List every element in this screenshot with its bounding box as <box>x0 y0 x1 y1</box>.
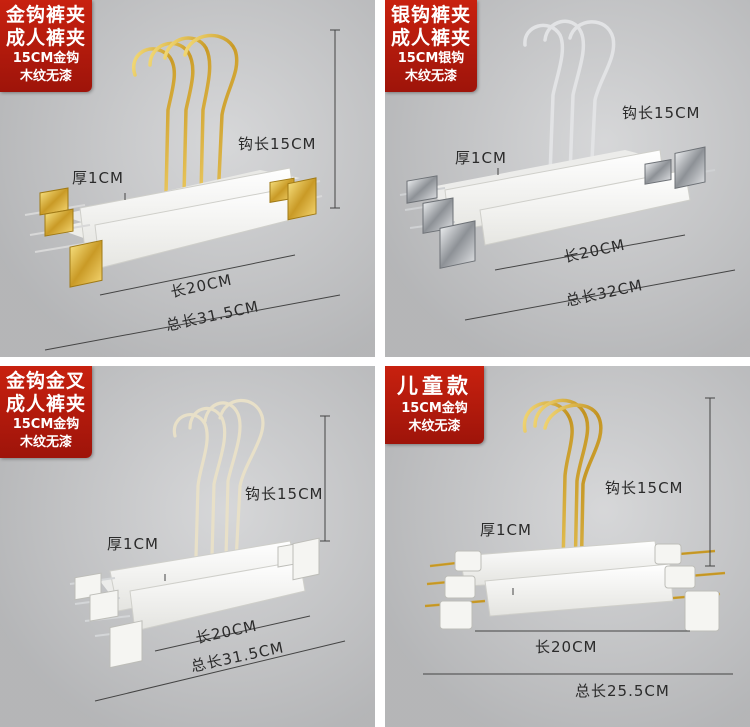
total-length-label: 总长25.5CM <box>575 682 670 700</box>
badge-line-2: 15CM金钩 <box>401 401 468 416</box>
product-badge: 金钩金叉 成人裤夹 15CM金钩 木纹无漆 <box>0 366 93 458</box>
thickness-label: 厚1CM <box>480 521 532 539</box>
badge-line-1: 银钩裤夹 <box>391 4 472 26</box>
badge-line-4: 木纹无漆 <box>20 435 73 450</box>
product-panel-gold-hook: 金钩裤夹 成人裤夹 15CM金钩 木纹无漆 厚1CM 钩长15CM 长20CM … <box>0 0 375 357</box>
hanger-photo <box>423 397 733 675</box>
hook-length-label: 钩长15CM <box>245 485 324 503</box>
product-panel-silver-hook: 银钩裤夹 成人裤夹 15CM银钩 木纹无漆 厚1CM 钩长15CM 长20CM … <box>385 0 750 357</box>
badge-line-2: 成人裤夹 <box>391 27 472 49</box>
hook-length-label: 钩长15CM <box>238 135 317 153</box>
badge-line-2: 成人裤夹 <box>6 393 87 415</box>
badge-line-3: 木纹无漆 <box>408 419 461 434</box>
hanger-photo <box>69 398 346 702</box>
thickness-label: 厚1CM <box>455 149 507 167</box>
badge-line-1: 金钩金叉 <box>6 370 87 392</box>
badge-line-1: 儿童款 <box>397 374 472 398</box>
badge-line-2: 成人裤夹 <box>6 27 87 49</box>
badge-line-3: 15CM金钩 <box>12 417 80 432</box>
product-panel-gold-hook-fork: 金钩金叉 成人裤夹 15CM金钩 木纹无漆 厚1CM 钩长15CM 长20CM … <box>0 366 375 727</box>
product-badge: 金钩裤夹 成人裤夹 15CM金钩 木纹无漆 <box>0 0 93 92</box>
hook-length-label: 钩长15CM <box>622 104 701 122</box>
product-panel-children: 儿童款 15CM金钩 木纹无漆 厚1CM 钩长15CM 长20CM 总长25.5… <box>385 366 750 727</box>
badge-line-1: 金钩裤夹 <box>6 4 87 26</box>
badge-line-3: 15CM银钩 <box>397 51 465 66</box>
bar-length-label: 长20CM <box>535 638 598 656</box>
badge-line-3: 15CM金钩 <box>12 51 80 66</box>
hanger-photo <box>399 19 736 321</box>
badge-line-4: 木纹无漆 <box>20 69 73 84</box>
badge-line-4: 木纹无漆 <box>405 69 458 84</box>
hook-length-label: 钩长15CM <box>605 479 684 497</box>
product-badge: 银钩裤夹 成人裤夹 15CM银钩 木纹无漆 <box>385 0 478 92</box>
product-badge: 儿童款 15CM金钩 木纹无漆 <box>385 366 484 444</box>
thickness-label: 厚1CM <box>107 535 159 553</box>
thickness-label: 厚1CM <box>72 169 124 187</box>
hanger-photo <box>24 29 341 351</box>
